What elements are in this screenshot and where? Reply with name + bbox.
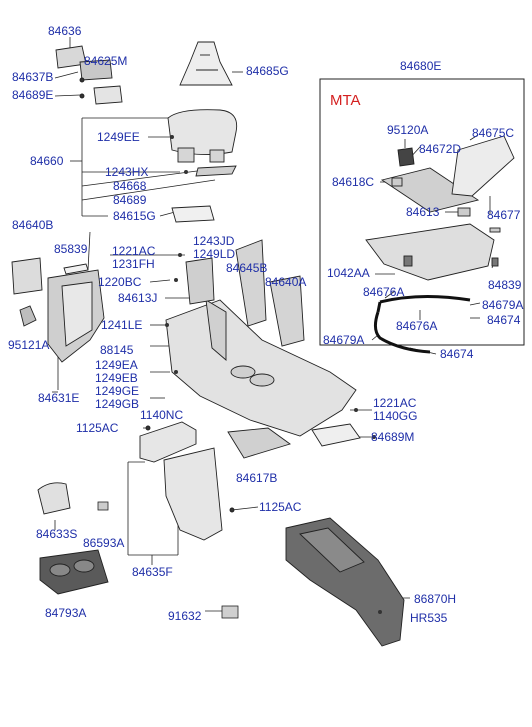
part-1249ge-label[interactable]: 1249GE: [95, 384, 140, 398]
part-84618c-label[interactable]: 84618C: [332, 175, 375, 189]
part-84631e-label[interactable]: 84631E: [38, 391, 80, 405]
part-84679a-label-a[interactable]: 84679A: [482, 298, 524, 312]
part-84635f-label[interactable]: 84635F: [132, 565, 173, 579]
part-84689m-label[interactable]: 84689M: [371, 430, 415, 444]
part-1231fh-label[interactable]: 1231FH: [112, 257, 155, 271]
part-1221ac-label-b[interactable]: 1221AC: [373, 396, 417, 410]
part-84676a-label-a[interactable]: 84676A: [363, 285, 405, 299]
part-84613j-label[interactable]: 84613J: [118, 291, 158, 305]
part-84636-label[interactable]: 84636: [48, 24, 82, 38]
part-1249ee-label[interactable]: 1249EE: [97, 130, 140, 144]
part-84793a-label[interactable]: 84793A: [45, 606, 87, 620]
part-84674-label-a[interactable]: 84674: [487, 313, 521, 327]
part-1042aa-label[interactable]: 1042AA: [327, 266, 370, 280]
part-86593a-label[interactable]: 86593A: [83, 536, 125, 550]
part-84839-label[interactable]: 84839: [488, 278, 522, 292]
part-84680e-label[interactable]: 84680E: [400, 59, 442, 73]
part-84679a-label-b[interactable]: 84679A: [323, 333, 365, 347]
part-84633s-label[interactable]: 84633S: [36, 527, 78, 541]
part-84645b-label[interactable]: 84645B: [226, 261, 268, 275]
part-85839-label[interactable]: 85839: [54, 242, 88, 256]
part-1241le-label[interactable]: 1241LE: [101, 318, 143, 332]
part-84640a-label[interactable]: 84640A: [265, 275, 307, 289]
part-84689e-label[interactable]: 84689E: [12, 88, 54, 102]
part-88145-label[interactable]: 88145: [100, 343, 134, 357]
part-84637b-label[interactable]: 84637B: [12, 70, 54, 84]
part-84613-label[interactable]: 84613: [406, 205, 440, 219]
part-1249ea-label[interactable]: 1249EA: [95, 358, 138, 372]
part-84660-label[interactable]: 84660: [30, 154, 64, 168]
part-84677-label[interactable]: 84677: [487, 208, 521, 222]
part-1249eb-label[interactable]: 1249EB: [95, 371, 138, 385]
part-1221ac-label-a[interactable]: 1221AC: [112, 244, 156, 258]
part-1125ac-label-a[interactable]: 1125AC: [76, 421, 119, 435]
part-1249ld-label[interactable]: 1249LD: [193, 247, 236, 261]
part-86870h-label[interactable]: 86870H: [414, 592, 457, 606]
part-84689-label[interactable]: 84689: [113, 193, 147, 207]
part-hr535-label[interactable]: HR535: [410, 611, 448, 625]
part-84668-label[interactable]: 84668: [113, 179, 147, 193]
part-84674-label-b[interactable]: 84674: [440, 347, 474, 361]
part-1220bc-label[interactable]: 1220BC: [98, 275, 142, 289]
part-1249gb-label[interactable]: 1249GB: [95, 397, 140, 411]
part-84617b-label[interactable]: 84617B: [236, 471, 278, 485]
part-1125ac-label-b[interactable]: 1125AC: [259, 500, 302, 514]
part-84672d-label[interactable]: 84672D: [419, 142, 462, 156]
part-1140nc-label[interactable]: 1140NC: [140, 408, 184, 422]
part-84615g-label[interactable]: 84615G: [113, 209, 156, 223]
part-1243jd-label[interactable]: 1243JD: [193, 234, 235, 248]
part-1140gg-label[interactable]: 1140GG: [373, 409, 418, 423]
part-91632-label[interactable]: 91632: [168, 609, 202, 623]
part-84685g-label[interactable]: 84685G: [246, 64, 289, 78]
part-84625m-label[interactable]: 84625M: [84, 54, 128, 68]
mta-heading: MTA: [330, 92, 361, 109]
part-95121a-label[interactable]: 95121A: [8, 338, 50, 352]
part-1243hx-label[interactable]: 1243HX: [105, 165, 149, 179]
part-95120a-label[interactable]: 95120A: [387, 123, 429, 137]
part-84640b-label[interactable]: 84640B: [12, 218, 54, 232]
part-84676a-label-b[interactable]: 84676A: [396, 319, 438, 333]
shift-boot-shape: [179, 41, 233, 86]
part-84675c-label[interactable]: 84675C: [472, 126, 515, 140]
